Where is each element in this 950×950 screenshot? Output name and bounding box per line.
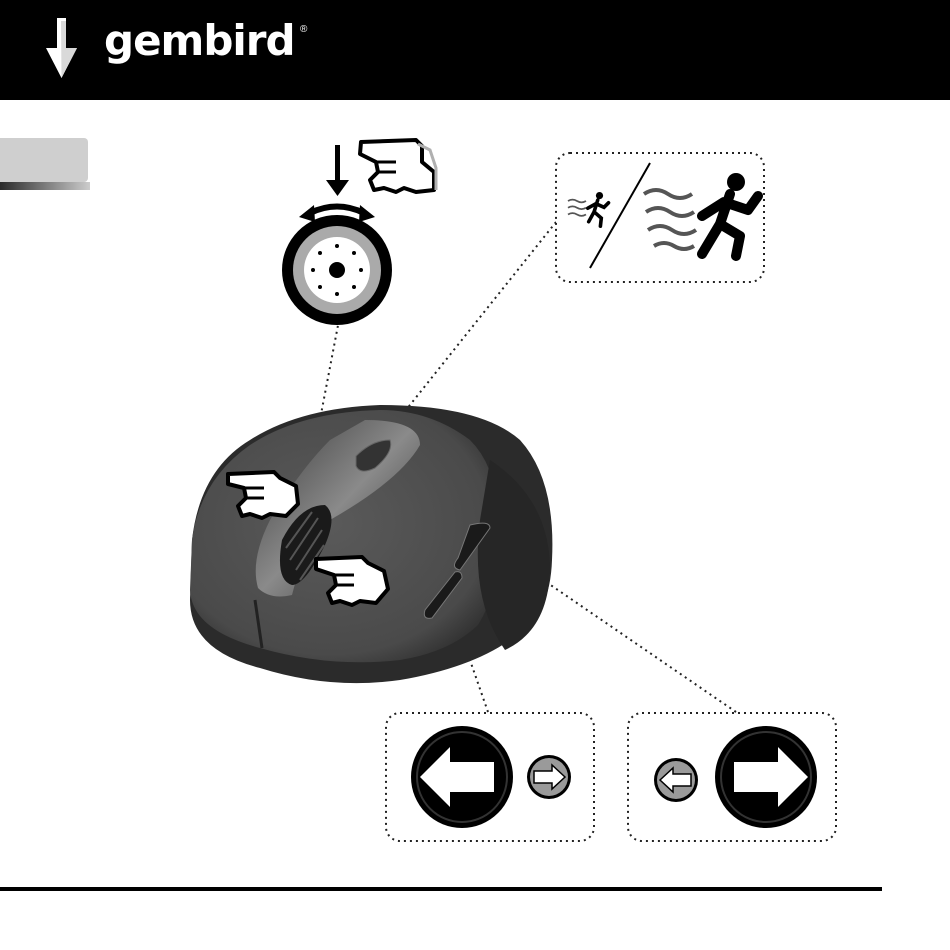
pointing-hand-icon (360, 140, 436, 192)
back-callout (386, 713, 594, 841)
dpi-callout-box (556, 153, 764, 282)
arrow-down-icon (326, 145, 349, 196)
big-right-arrow-icon (715, 726, 817, 828)
small-right-arrow-icon (527, 755, 571, 799)
small-left-arrow-icon (654, 758, 698, 802)
scroll-wheel-icon (282, 215, 392, 325)
forward-callout (628, 713, 836, 841)
scroll-callout (282, 140, 436, 325)
footer-rule (0, 887, 882, 891)
dpi-callout (556, 153, 764, 282)
mouse (190, 405, 552, 683)
big-left-arrow-icon (411, 726, 513, 828)
